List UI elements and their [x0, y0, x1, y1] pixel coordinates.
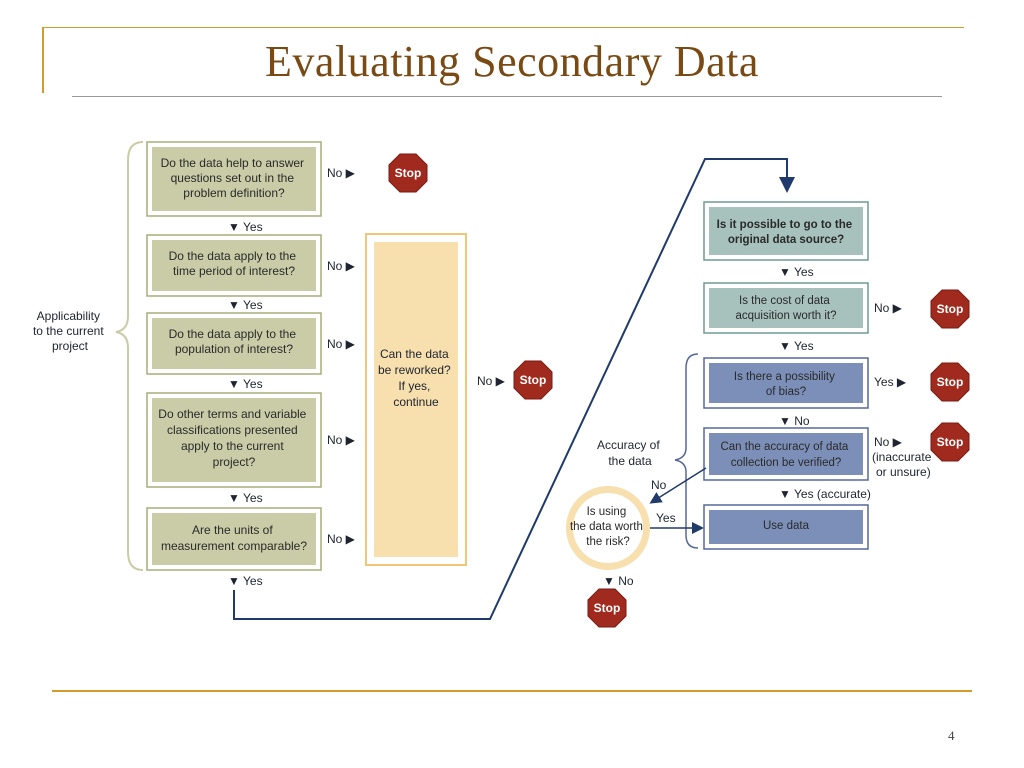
svg-text:Stop: Stop: [937, 302, 964, 316]
svg-text:Do the data apply to the: Do the data apply to the population of i…: [169, 327, 300, 356]
applicability-label: Applicability to the current project: [33, 309, 107, 353]
use-data-box: Use data: [703, 504, 869, 550]
bias-no-label: ▼ No: [779, 414, 810, 428]
question-box-answer-problem: Do the data help to answer questions set…: [146, 141, 322, 217]
accuracy-no-label: No ▶ (inaccurate or unsure): [872, 435, 935, 479]
svg-text:Are the units of measure: Are the units of measurement comparable?: [161, 523, 307, 553]
stop-sign-accuracy: Stop: [930, 422, 970, 462]
question-box-bias: Is there a possibility of bias?: [703, 357, 869, 409]
connector-line: [233, 158, 795, 620]
stop-sign-risk: Stop: [587, 588, 627, 628]
cost-yes-label: ▼ Yes: [779, 339, 814, 353]
bias-yes-label: Yes ▶: [874, 375, 907, 389]
accuracy-to-risk-arrow: [649, 467, 707, 504]
cost-no-label: No ▶: [874, 301, 903, 315]
q3-yes-label: ▼ Yes: [228, 377, 263, 391]
svg-text:Stop: Stop: [937, 375, 964, 389]
decorative-top-line: [44, 27, 964, 28]
question-box-units: Are the units of measurement comparable?: [146, 507, 322, 571]
stop-sign-rework: Stop: [513, 360, 553, 400]
applicability-bracket: [115, 141, 144, 571]
accuracy-yes-label: ▼ Yes (accurate): [779, 487, 871, 501]
source-yes-label: ▼ Yes: [779, 265, 814, 279]
risk-yes-label: Yes: [656, 511, 676, 525]
q1-yes-label: ▼ Yes: [228, 220, 263, 234]
svg-text:Is using the data worth: Is using the data worth the risk?: [570, 506, 646, 548]
svg-text:Do the data apply to the: Do the data apply to the time period of …: [169, 249, 300, 278]
q4-no-label: No ▶: [327, 433, 356, 447]
question-box-time-period: Do the data apply to the time period of …: [146, 234, 322, 297]
question-box-cost: Is the cost of data acquisition worth it…: [703, 282, 869, 334]
svg-text:Do the data help to answer: Do the data help to answer questions set…: [161, 156, 308, 200]
slide-title: Evaluating Secondary Data: [265, 37, 759, 86]
bottom-rule: [52, 690, 972, 692]
q2-no-label: No ▶: [327, 259, 356, 273]
question-box-terms-classifications: Do other terms and variable classificati…: [146, 392, 322, 488]
svg-text:Stop: Stop: [520, 373, 547, 387]
title-underline: [72, 96, 942, 97]
svg-text:Is it possible to go to the: Is it possible to go to the original dat…: [717, 219, 856, 246]
accuracy-no-diagonal-label: No: [651, 478, 667, 492]
question-box-original-source: Is it possible to go to the original dat…: [703, 201, 869, 261]
q5-no-label: No ▶: [327, 532, 356, 546]
svg-text:Is the cost of data acqu: Is the cost of data acquisition worth it…: [736, 295, 837, 322]
q4-yes-label: ▼ Yes: [228, 491, 263, 505]
q2-yes-label: ▼ Yes: [228, 298, 263, 312]
stop-sign-top: Stop: [388, 153, 428, 193]
svg-text:Can the data be reworked: Can the data be reworked? If yes, contin…: [378, 347, 454, 409]
svg-text:Use data: Use data: [763, 520, 810, 532]
decorative-vertical-line: [42, 27, 44, 93]
svg-text:Stop: Stop: [395, 166, 422, 180]
svg-text:Do other terms and variable: Do other terms and variable classificati…: [158, 407, 309, 469]
q5-yes-label: ▼ Yes: [228, 574, 263, 588]
q3-no-label: No ▶: [327, 337, 356, 351]
question-box-population: Do the data apply to the population of i…: [146, 312, 322, 375]
risk-no-label: ▼ No: [603, 574, 634, 588]
stop-sign-bias: Stop: [930, 362, 970, 402]
page-number: 4: [948, 728, 955, 743]
question-box-accuracy: Can the accuracy of data collection be v…: [703, 427, 869, 481]
svg-text:Is there a possibility o: Is there a possibility of bias?: [734, 371, 838, 398]
rework-no-label: No ▶: [477, 374, 506, 388]
accuracy-bracket: [674, 353, 699, 549]
rework-box: Can the data be reworked? If yes, contin…: [365, 233, 467, 566]
stop-sign-cost: Stop: [930, 289, 970, 329]
q1-no-label: No ▶: [327, 166, 356, 180]
svg-text:Can the accuracy of data: Can the accuracy of data collection be v…: [720, 441, 851, 469]
svg-text:Stop: Stop: [937, 435, 964, 449]
accuracy-label: Accuracy of the data: [597, 438, 663, 468]
svg-text:Stop: Stop: [594, 601, 621, 615]
risk-circle: Is using the data worth the risk?: [566, 486, 650, 570]
